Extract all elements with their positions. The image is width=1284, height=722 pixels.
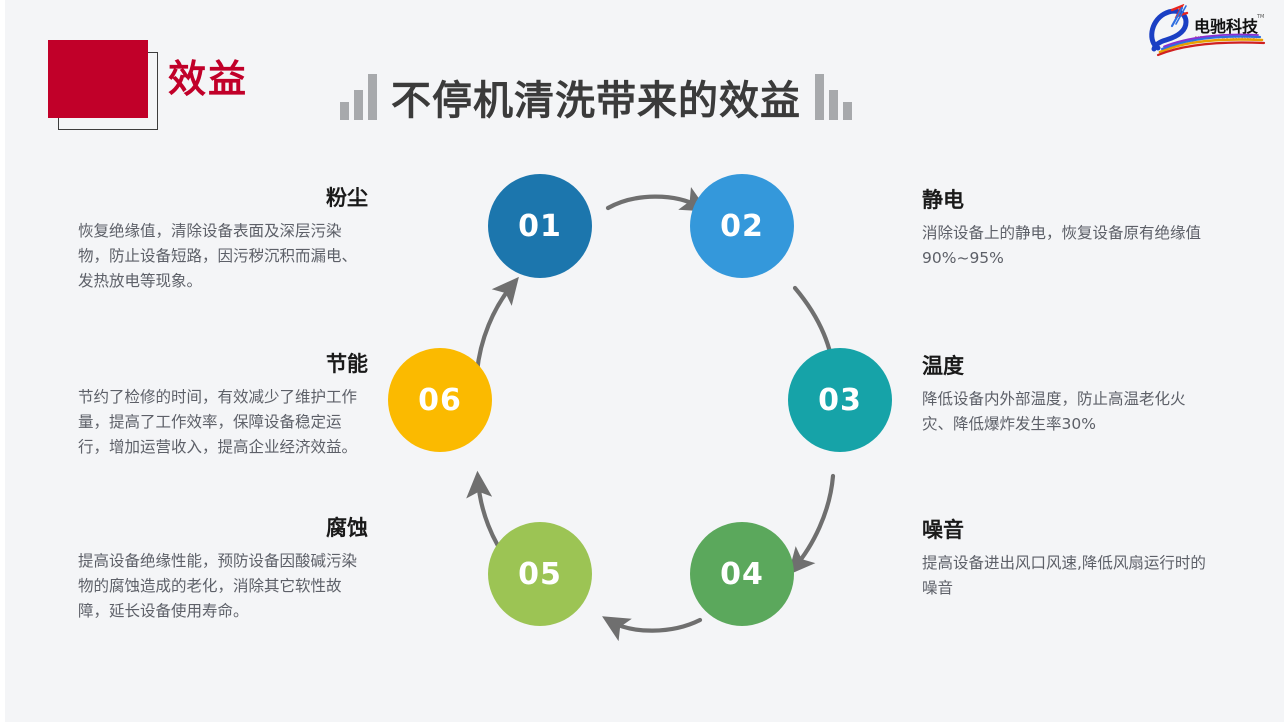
cycle-node-06[interactable]: 06 [388, 348, 492, 452]
cycle-node-02-label: 02 [720, 208, 764, 244]
cycle-diagram: 01 02 03 04 05 06 [370, 160, 920, 680]
info-block-dust-title: 粉尘 [326, 186, 368, 210]
arrow-06-to-01 [474, 276, 519, 375]
section-badge [48, 40, 178, 136]
info-block-noise-title: 噪音 [922, 518, 964, 542]
info-block-energy: 节能 节约了检修的时间，有效减少了维护工作量，提高了工作效率，保障设备稳定运行，… [78, 348, 368, 460]
cycle-node-04-label: 04 [720, 556, 764, 592]
info-block-temperature-text: 降低设备内外部温度，防止高温老化火灾、降低爆炸发生率30% [922, 390, 1186, 433]
info-block-static-text: 消除设备上的静电，恢复设备原有绝缘值90%~95% [922, 224, 1202, 267]
company-logo: 电驰科技 ELECTRICAL CHI TECHNOLOGY TM [1142, 4, 1270, 58]
cycle-node-04[interactable]: 04 [690, 522, 794, 626]
info-block-temperature: 温度 降低设备内外部温度，防止高温老化火灾、降低爆炸发生率30% [922, 350, 1212, 437]
left-edge-accent [0, 0, 5, 722]
cycle-node-06-label: 06 [418, 382, 462, 418]
cycle-node-01[interactable]: 01 [488, 174, 592, 278]
page-title: 不停机清洗带来的效益 [391, 78, 801, 124]
badge-red-square [48, 40, 148, 118]
svg-text:电驰科技: 电驰科技 [1194, 17, 1259, 36]
title-row: 不停机清洗带来的效益 [340, 68, 852, 126]
info-block-static-title: 静电 [922, 188, 964, 212]
cycle-node-03-label: 03 [818, 382, 862, 418]
info-block-static: 静电 消除设备上的静电，恢复设备原有绝缘值90%~95% [922, 184, 1212, 271]
info-block-energy-text: 节约了检修的时间，有效减少了维护工作量，提高了工作效率，保障设备稳定运行，增加运… [78, 388, 358, 456]
bar-chart-descending-icon [815, 74, 852, 120]
info-block-dust-text: 恢复绝缘值，清除设备表面及深层污染物，防止设备短路，因污秽沉积而漏电、发热放电等… [78, 222, 358, 290]
svg-text:TM: TM [1256, 14, 1264, 20]
cycle-node-01-label: 01 [518, 208, 562, 244]
cycle-node-03[interactable]: 03 [788, 348, 892, 452]
info-block-energy-title: 节能 [326, 352, 368, 376]
bar-chart-ascending-icon [340, 74, 377, 120]
info-block-noise-text: 提高设备进出风口风速,降低风扇运行时的噪音 [922, 554, 1206, 597]
cycle-node-05[interactable]: 05 [488, 522, 592, 626]
arrow-03-to-04 [787, 473, 836, 575]
cycle-node-05-label: 05 [518, 556, 562, 592]
cycle-node-02[interactable]: 02 [690, 174, 794, 278]
info-block-corrosion-text: 提高设备绝缘性能，预防设备因酸碱污染物的腐蚀造成的老化，消除其它软性故障，延长设… [78, 552, 358, 620]
cycle-arrows [466, 187, 846, 642]
info-block-temperature-title: 温度 [922, 354, 964, 378]
info-block-noise: 噪音 提高设备进出风口风速,降低风扇运行时的噪音 [922, 514, 1212, 601]
section-badge-label: 效益 [168, 57, 249, 101]
arrow-04-to-05 [602, 616, 703, 642]
info-block-dust: 粉尘 恢复绝缘值，清除设备表面及深层污染物，防止设备短路，因污秽沉积而漏电、发热… [78, 182, 368, 294]
arrow-01-to-02 [605, 187, 709, 212]
info-block-corrosion-title: 腐蚀 [326, 516, 368, 540]
info-block-corrosion: 腐蚀 提高设备绝缘性能，预防设备因酸碱污染物的腐蚀造成的老化，消除其它软性故障，… [78, 512, 368, 624]
